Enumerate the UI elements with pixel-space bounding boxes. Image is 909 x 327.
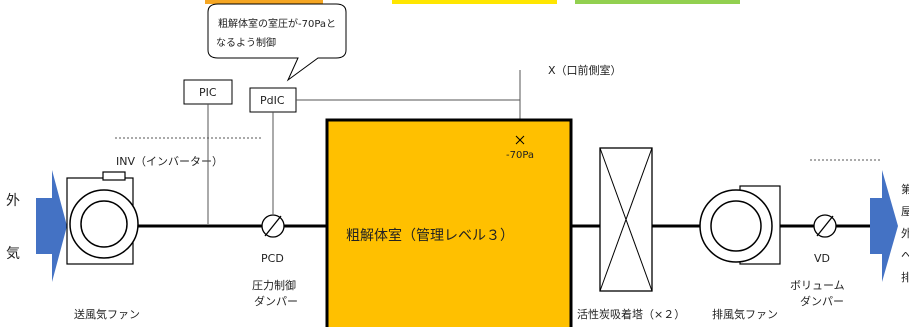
filter-label: 活性炭吸着塔（×２）: [577, 307, 685, 321]
pcd-desc-line-1: 圧力制御: [252, 278, 296, 292]
vd-desc-line-1: ボリューム: [790, 279, 845, 292]
outside-air-arrow: [36, 170, 67, 282]
tab-orange: [205, 0, 323, 4]
supply-fan-icon: [66, 171, 139, 265]
outside-right-char-1: 第: [901, 182, 909, 196]
room-label: 粗解体室（管理レベル３）: [346, 227, 514, 244]
callout-bubble: [207, 3, 347, 82]
outside-right-char-4: へ: [901, 249, 909, 262]
carbon-filter-icon: [599, 147, 653, 292]
callout-line-1: 粗解体室の室圧が-70Paと: [218, 17, 336, 30]
outside-left-char-2: 気: [6, 246, 20, 262]
pic-box: [183, 79, 233, 105]
tab-green: [575, 0, 740, 4]
tab-yellow: [392, 0, 557, 4]
pdic-box: [249, 87, 297, 113]
exhaust-arrow: [870, 170, 898, 282]
exhaust-fan-label: 排風気ファン: [712, 307, 778, 321]
callout-line-2: なるよう制御: [216, 36, 276, 49]
pdic-label: PdIC: [260, 94, 285, 107]
pressure-sensor-icon: [515, 135, 525, 145]
pcd-label: PCD: [261, 252, 284, 265]
vd-damper-icon: [813, 214, 837, 238]
pcd-desc-line-2: ダンパー: [254, 294, 298, 308]
outside-right-char-2: 屋: [901, 205, 909, 218]
x-room-label: X（口前側室）: [548, 63, 622, 77]
outside-right-char-3: 外: [901, 227, 909, 240]
exhaust-fan-icon: [699, 185, 781, 265]
pcd-damper-icon: [261, 214, 285, 238]
vd-label: VD: [814, 252, 830, 265]
vd-desc-line-2: ダンパー: [800, 294, 844, 308]
outside-right-char-5: 排: [901, 270, 909, 284]
inv-label: INV（インバーター）: [116, 155, 223, 168]
sensor-value: -70Pa: [506, 150, 534, 161]
rough-dismantling-room: [325, 118, 573, 327]
pic-label: PIC: [199, 86, 217, 99]
outside-left-char-1: 外: [6, 193, 20, 209]
supply-fan-label: 送風気ファン: [74, 307, 140, 321]
